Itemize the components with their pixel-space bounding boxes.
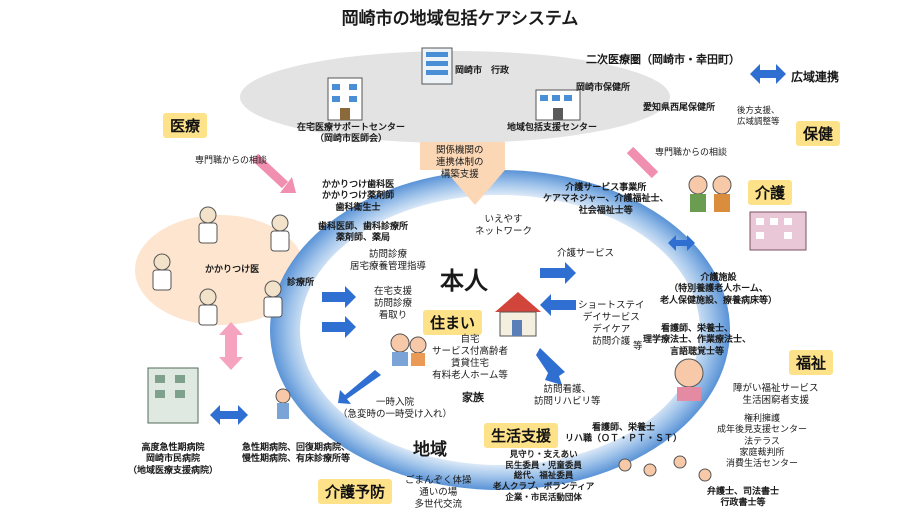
category-seikatsu: 生活支援 — [484, 423, 559, 448]
category-iryo: 医療 — [163, 113, 208, 138]
houkatsu-center: 地域包括支援センター — [507, 123, 598, 133]
welfare-person-icon — [674, 358, 704, 401]
kenri-yogo: 権利擁護 成年後見支援センター 法テラス 家庭裁判所 消費生活センター — [717, 414, 808, 469]
category-fukushi: 福祉 — [789, 350, 834, 375]
hospital-icon — [147, 367, 199, 424]
blue-arrow-care — [668, 235, 695, 251]
blue-arrow-hospital — [210, 405, 248, 425]
category-sumai: 住まい — [423, 310, 483, 335]
koho-shien: 後方支援、 広域調整等 — [737, 106, 780, 127]
hospital-acute: 高度急性期病院 岡崎市民病院 （地域医療支援病院） — [128, 443, 219, 476]
category-hoken: 保健 — [796, 121, 841, 146]
shinryojo-label: 診療所 — [287, 278, 315, 288]
kaigo-shisetsu: 介護施設 （特別養護老人ホーム、 老人保健施設、療養病床等） — [660, 273, 778, 306]
category-kaigo: 介護 — [748, 180, 793, 205]
pink-arrow-left — [251, 153, 296, 193]
niji-iryoken: 二次医療圏（岡崎市・幸田町） — [586, 53, 740, 66]
kaigo-service: 介護サービス — [557, 248, 615, 259]
blue-arrow-regional — [750, 64, 786, 84]
category-kaigo-yobo: 介護予防 — [318, 479, 393, 504]
shika-list: 歯科医師、歯科診療所 薬剤師、薬局 — [318, 222, 409, 244]
exercise-people-icon — [618, 455, 712, 482]
houmon-kango: 訪問看護、 訪問リハビリ等 — [534, 384, 601, 407]
zaitaku-shien: 在宅支援 訪問診療 看取り — [374, 286, 413, 321]
shogai-fukushi: 障がい福祉サービス 生活困窮者支援 — [733, 383, 819, 406]
gomanzoku-list: ごまんぞく体操 通いの場 多世代交流 — [405, 475, 472, 510]
pink-arrow-vertical — [219, 322, 243, 370]
city-hall-icon — [421, 47, 453, 85]
label-honnin: 本人 — [440, 267, 488, 295]
page-title: 岡崎市の地域包括ケアシステム — [341, 9, 579, 29]
ieyasu-network: いえやす ネットワーク — [475, 214, 533, 237]
kakaritsuke-label: かかりつけ医 — [205, 265, 260, 275]
elderly-pair-icon — [688, 175, 732, 212]
rehab-person-icon — [275, 388, 291, 419]
sodan-right: 専門職からの相談 — [655, 148, 728, 158]
pink-arrow-right — [626, 146, 659, 179]
kakaritsuke-list: かかりつけ歯科医 かかりつけ薬剤師 歯科衛生士 — [322, 180, 395, 213]
ichiji-nyuin: 一時入院 （急変時の一時受け入れ） — [338, 397, 453, 420]
kaigo-jigyosho: 介護サービス事業所 ケアマネジャー、介護福祉士、 社会福祉士等 — [543, 183, 669, 216]
medical-ellipse — [135, 215, 305, 325]
hospital-general: 急性期病院、回復期病院、 慢性期病院、有床診療所等 — [242, 443, 351, 465]
kankei-kikan: 関係機関の 連携体制の 構築支援 — [436, 145, 484, 180]
kangoshi-bottom: 看護師、栄養士 リハ職（ＯＴ・ＰＴ・ＳＴ） — [565, 423, 683, 445]
support-center-icon — [535, 89, 581, 121]
house-icon — [495, 292, 541, 337]
hokenjo-nishio: 愛知県西尾保健所 — [643, 103, 716, 113]
jitaku-list: 自宅 サービス付高齢者 賃貸住宅 有料老人ホーム等 — [432, 334, 509, 381]
mimamori-list: 見守り・支えあい 民生委員・児童委員 総代、福祉委員 老人クラブ、ボランティア … — [493, 450, 595, 503]
kouiki-renkei: 広域連携 — [791, 70, 840, 84]
family-icon — [390, 333, 427, 366]
houmon-shinryo: 訪問診療 居宅療養管理指導 — [350, 249, 427, 272]
zaitaku-center: 在宅医療サポートセンター （岡崎市医師会） — [297, 123, 406, 145]
label-chiiki: 地域 — [413, 440, 447, 460]
kangoshi-list: 看護師、栄養士、 理学療法士、作業療法士、 言語聴覚士等 — [643, 324, 752, 357]
hokenjo-okazaki: 岡崎市保健所 — [576, 83, 631, 93]
kazoku-label: 家族 — [462, 391, 484, 404]
gyosei-label: 岡崎市 行政 — [455, 66, 510, 76]
clinic-building-icon — [327, 77, 363, 121]
inner-arrows — [322, 262, 576, 404]
bengoshi-list: 弁護士、司法書士 行政書士等 — [707, 487, 780, 509]
support-arrow — [420, 142, 505, 205]
sodan-left: 専門職からの相談 — [195, 156, 268, 166]
care-facility-icon — [749, 211, 807, 251]
short-stay-to: 等 — [633, 341, 643, 352]
short-stay: ショートステイ デイサービス デイケア 訪問介護 — [578, 300, 645, 347]
doctor-icons — [152, 206, 290, 326]
